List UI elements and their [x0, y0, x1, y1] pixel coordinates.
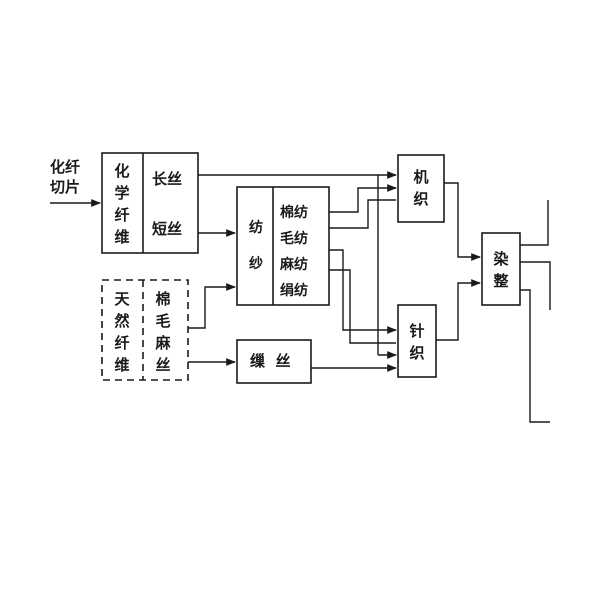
knitting-label: 针织 [409, 322, 425, 362]
spinning-to-weaving-2 [329, 199, 396, 229]
knitting-box [397, 304, 437, 378]
weaving-label: 机织 [413, 168, 429, 208]
dyeing-output-top [520, 200, 549, 246]
reeling-box [236, 339, 312, 384]
knitting-to-dyeing [436, 279, 481, 341]
filament-label: 长丝 [152, 170, 183, 188]
input-label-line1: 化纤 [50, 158, 81, 176]
natural-fiber-title: 天然纤维 [114, 290, 130, 374]
spinning-to-knitting-2 [329, 269, 396, 344]
spinning-box [236, 186, 330, 306]
natural-to-spinning [188, 283, 236, 329]
dyeing-output-mid [520, 261, 551, 310]
spinning-to-knitting-1 [329, 249, 397, 334]
dyeing-finishing-label: 染整 [493, 250, 509, 290]
natural-fiber-types: 棉毛麻丝 [155, 290, 171, 374]
weaving-to-dyeing [444, 182, 481, 261]
weaving-box [397, 154, 445, 223]
spinning-item-silk: 绢纺 [280, 283, 308, 299]
dyeing-output-bottom [520, 289, 550, 423]
chemical-fiber-title: 化学纤维 [114, 162, 130, 246]
natural-fiber-box [101, 279, 189, 381]
staple-label: 短丝 [152, 220, 183, 238]
spinning-title: 纺纱 [249, 220, 263, 272]
reeling-label: 缫 丝 [250, 352, 291, 370]
input-label: 化纤 切片 [50, 160, 80, 195]
input-label-line2: 切片 [50, 178, 81, 196]
spinning-to-weaving-1 [329, 184, 397, 213]
dyeing-finishing-box [481, 232, 521, 306]
spinning-item-cotton: 棉纺 [280, 205, 308, 221]
spinning-item-linen: 麻纺 [280, 257, 308, 273]
chemical-fiber-box [101, 152, 199, 254]
spinning-item-wool: 毛纺 [280, 231, 308, 247]
spinning-items: 棉纺 毛纺 麻纺 绢纺 [280, 200, 308, 304]
